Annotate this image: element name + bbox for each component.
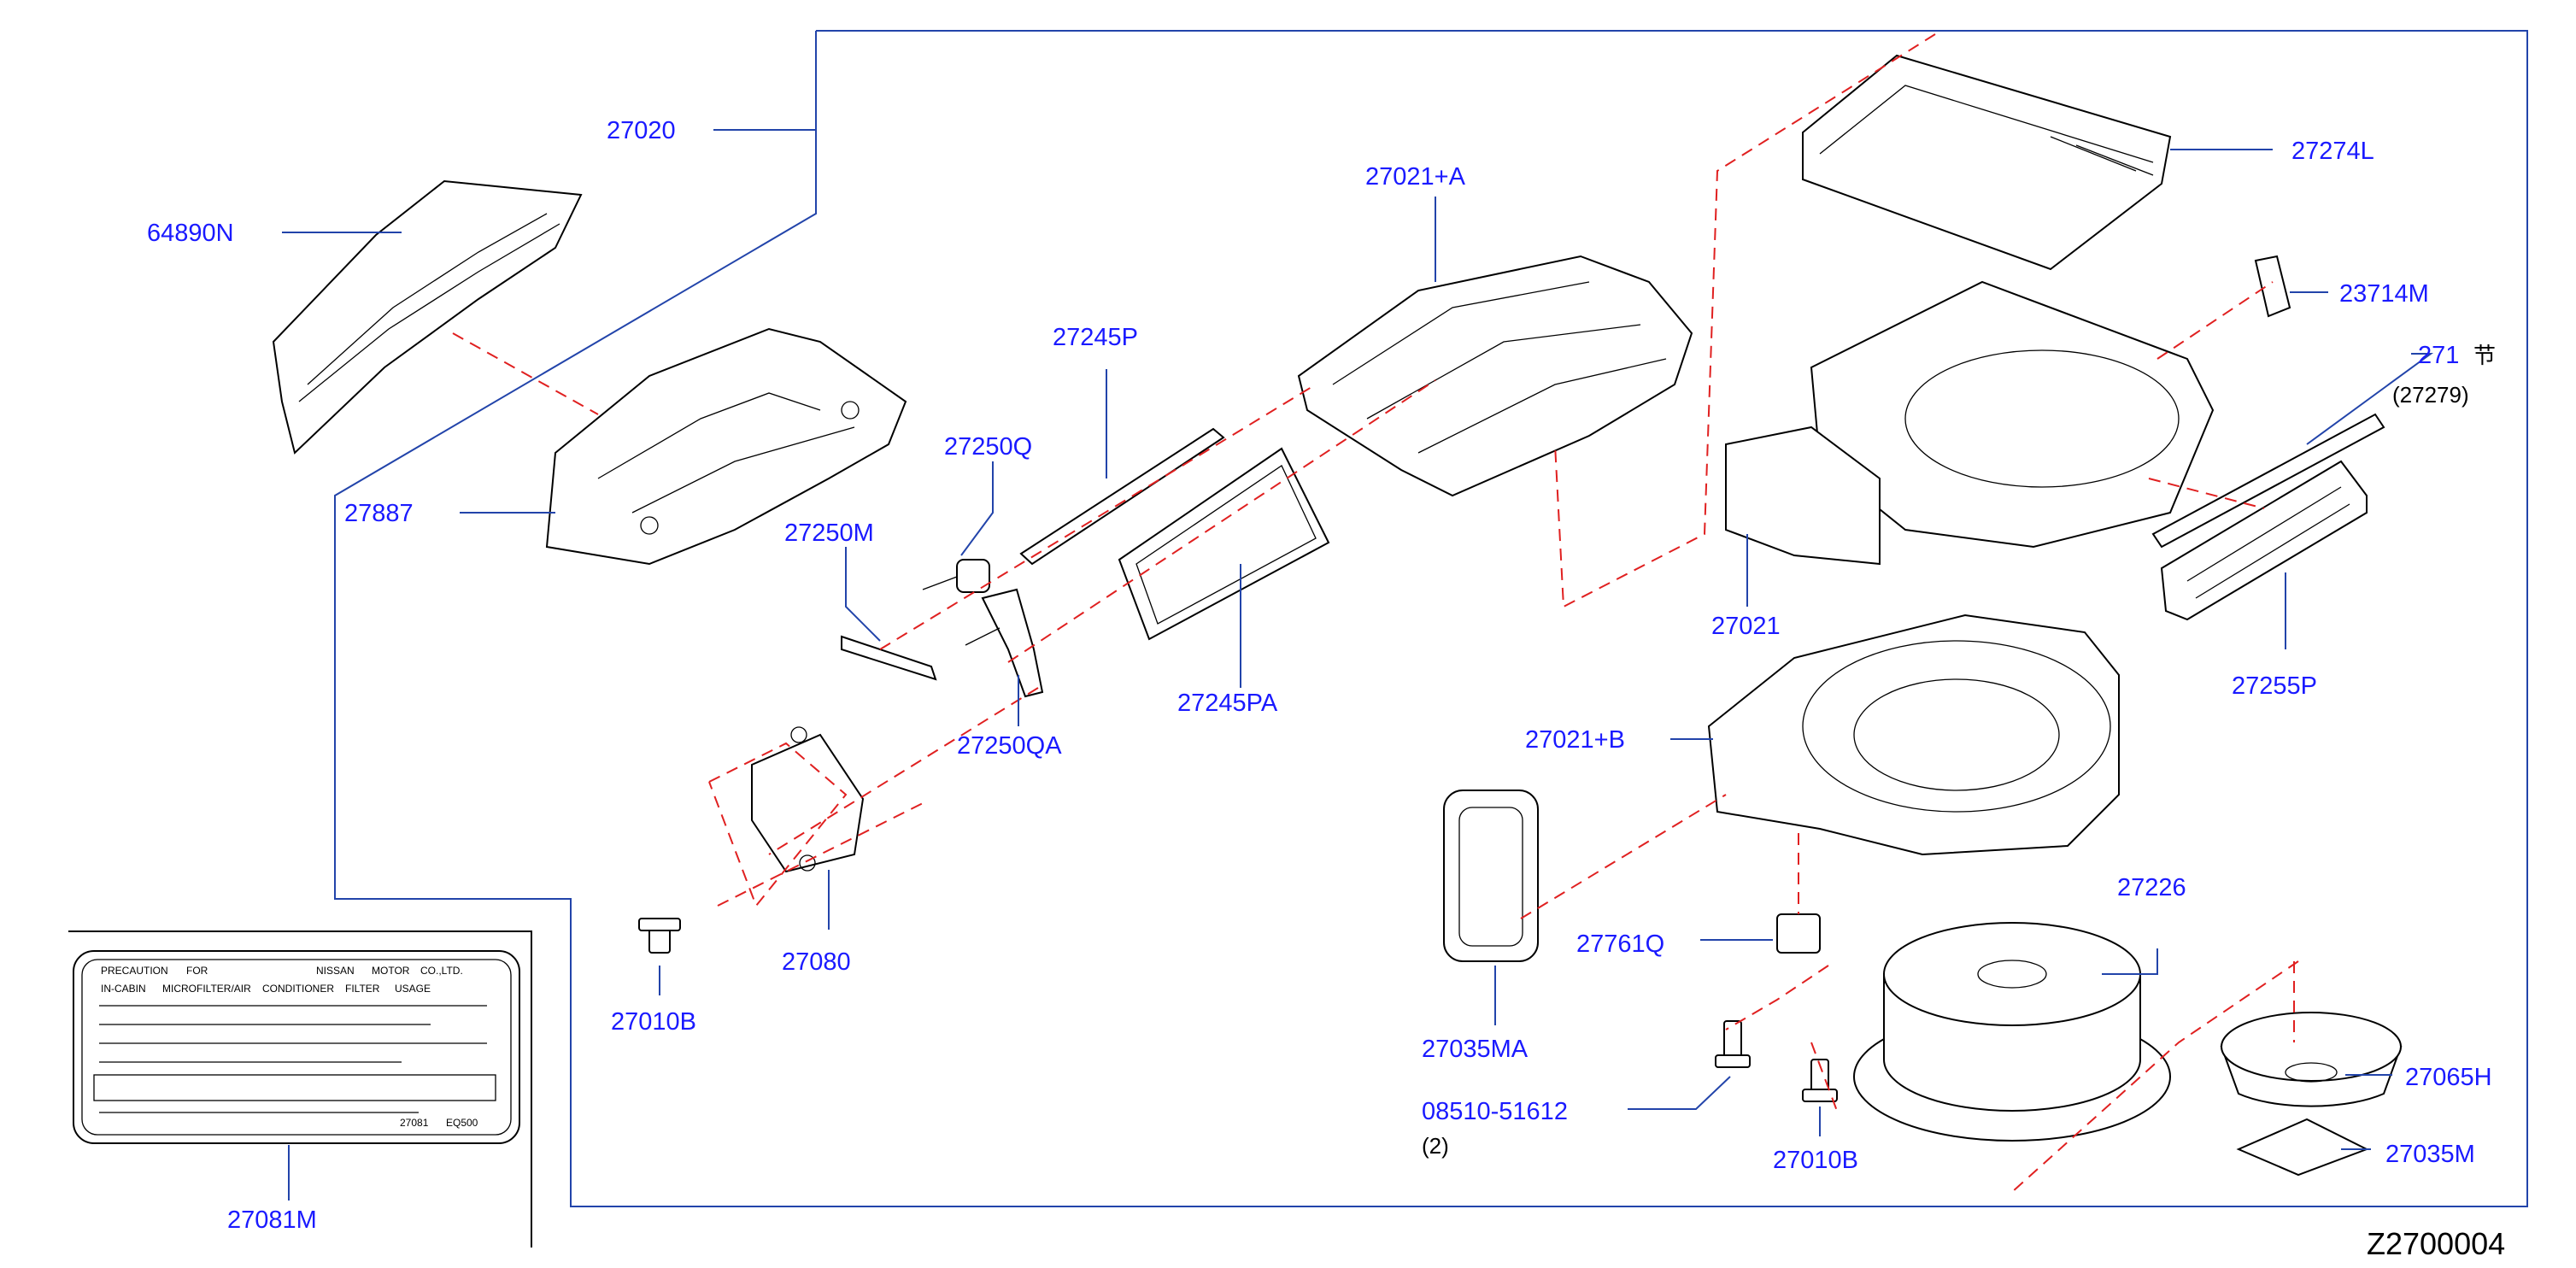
part-27035M-pad xyxy=(2236,1118,2369,1177)
card-for: FOR xyxy=(186,965,208,977)
label-27250QA: 27250QA xyxy=(957,732,1062,760)
part-27274L-filter xyxy=(1802,54,2172,271)
part-23714M-clip xyxy=(2254,255,2291,318)
card-nissan: NISSAN xyxy=(316,965,355,977)
label-27255P: 27255P xyxy=(2232,672,2317,700)
part-64890N-cover xyxy=(272,179,583,455)
leader-lines xyxy=(282,129,2434,1200)
card-co: CO.,LTD. xyxy=(420,965,463,977)
label-27250M: 27250M xyxy=(784,520,874,547)
label-27020: 27020 xyxy=(607,117,676,144)
part-27250Q-actuator xyxy=(922,559,990,593)
label-27080: 27080 xyxy=(782,948,851,976)
label-271: 271 xyxy=(2418,342,2459,369)
part-27080-resistor xyxy=(751,726,865,873)
label-27010B-right: 27010B xyxy=(1773,1147,1858,1174)
part-27245P-rod xyxy=(1019,427,1225,566)
label-64890N: 64890N xyxy=(147,220,234,247)
label-27021A: 27021+A xyxy=(1365,163,1466,191)
part-27255P-grille xyxy=(2160,460,2368,621)
part-27226-blower-motor xyxy=(1853,922,2171,1142)
card-usage: USAGE xyxy=(395,983,431,995)
label-27065H: 27065H xyxy=(2405,1064,2492,1091)
part-27250QA-actuator xyxy=(965,588,1044,698)
label-08510-qty: (2) xyxy=(1422,1133,1449,1159)
part-27010B-bolt-right xyxy=(1802,1059,1838,1102)
part-271-strip xyxy=(2151,413,2385,549)
label-27761Q: 27761Q xyxy=(1576,930,1664,958)
part-number-labels: 27020 64890N 27887 27250M 27250Q 27250QA… xyxy=(147,117,2496,1234)
label-08510-51612: 08510-51612 xyxy=(1422,1098,1568,1125)
label-27021: 27021 xyxy=(1711,613,1781,640)
label-27250Q: 27250Q xyxy=(944,433,1032,461)
part-27021-intake-case xyxy=(1725,280,2215,566)
part-27021B-blower-case xyxy=(1707,613,2120,856)
part-08510-screw xyxy=(1715,1020,1751,1068)
label-27035M: 27035M xyxy=(2385,1141,2475,1168)
card-motor: MOTOR xyxy=(372,965,410,977)
card-conditioner: CONDITIONER xyxy=(262,983,334,995)
label-27887: 27887 xyxy=(344,500,414,527)
label-27245PA: 27245PA xyxy=(1177,690,1278,717)
label-card-27081M: PRECAUTION FOR NISSAN MOTOR CO.,LTD. IN-… xyxy=(73,950,520,1144)
label-27226: 27226 xyxy=(2117,874,2186,901)
label-27274L: 27274L xyxy=(2291,138,2374,165)
label-27035MA: 27035MA xyxy=(1422,1036,1529,1063)
card-foot-ref: EQ500 xyxy=(446,1117,478,1129)
part-27035MA-gasket xyxy=(1443,790,1539,962)
card-precaution: PRECAUTION xyxy=(101,965,168,977)
card-microfilter: MICROFILTER/AIR xyxy=(162,983,251,995)
part-27887-housing xyxy=(545,327,907,566)
label-27279: (27279) xyxy=(2392,382,2469,408)
card-foot-code: 27081 xyxy=(400,1117,429,1129)
symbol-glyph: 节 xyxy=(2473,343,2496,368)
label-23714M: 23714M xyxy=(2339,280,2429,308)
part-27010B-bolt-left xyxy=(638,918,681,954)
card-filter: FILTER xyxy=(345,983,380,995)
part-27250M-rod xyxy=(841,635,937,681)
part-27761Q-resistor xyxy=(1776,913,1821,954)
label-inset-frame xyxy=(68,930,532,1247)
label-27081M: 27081M xyxy=(227,1206,317,1234)
alignment-dash-lines xyxy=(452,33,2299,1193)
part-27245PA-frame xyxy=(1118,447,1330,641)
part-27021A-upper-case xyxy=(1297,255,1693,497)
part-27065H-bell xyxy=(2220,1012,2403,1107)
card-in-cabin: IN-CABIN xyxy=(101,983,146,995)
label-27010B-left: 27010B xyxy=(611,1008,696,1036)
label-27245P: 27245P xyxy=(1053,324,1138,351)
diagram-code: Z2700004 xyxy=(2367,1226,2505,1261)
label-27021B: 27021+B xyxy=(1525,726,1625,754)
assembly-frame-outline xyxy=(334,30,2528,1207)
